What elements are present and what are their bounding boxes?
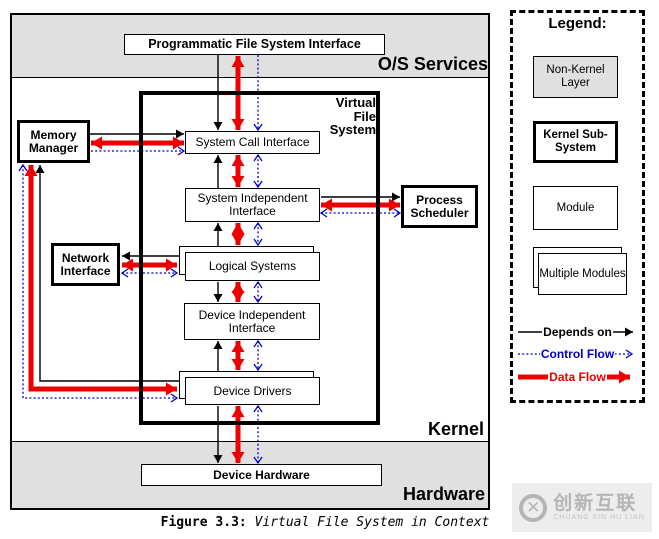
control-flow-arrow-head — [253, 238, 263, 247]
watermark-en-text: CHUANG XIN HU LIAN — [553, 513, 645, 521]
logical-systems-box: Logical Systems — [185, 252, 320, 281]
data-flow-arrow-head — [231, 155, 245, 166]
control-flow-arrow-head — [170, 393, 179, 403]
data-flow-arrow-head — [231, 359, 245, 370]
legend-data-flow-text: Data Flow — [548, 370, 607, 384]
data-flow-arrow-head — [231, 56, 245, 67]
control-flow-arrow-head — [253, 404, 263, 413]
control-flow-arrow-head — [253, 180, 263, 189]
legend-depends-on-text: Depends on — [542, 325, 613, 339]
legend-control-flow-label: Control Flow — [512, 347, 643, 361]
data-flow-arrow-head — [231, 291, 245, 302]
brand-logo-icon: ✕ — [519, 493, 548, 522]
control-flow-arrow-head — [393, 208, 402, 218]
depends-arrow-head — [392, 192, 400, 202]
process-scheduler-box: Process Scheduler — [401, 185, 478, 228]
data-flow-arrow-head — [166, 382, 177, 396]
os-services-label: O/S Services — [377, 54, 488, 74]
depends-arrow-head — [213, 223, 223, 231]
control-flow-arrow-head — [253, 295, 263, 304]
virtual-file-system-label: Virtual File System — [329, 95, 376, 137]
x-glyph: ✕ — [526, 498, 541, 517]
legend-non-kernel-layer-sample: Non-Kernel Layer — [533, 56, 618, 98]
caption-figure-number: Figure 3.3: — [160, 515, 247, 530]
depends-arrow-head — [213, 341, 223, 349]
control-flow-arrow-head — [319, 208, 328, 218]
network-interface-box: Network Interface — [51, 243, 120, 286]
system-independent-interface-box: System Independent Interface — [185, 188, 320, 222]
control-flow-arrow — [22, 165, 177, 399]
data-flow-arrow-head — [619, 370, 630, 384]
control-flow-arrow-head — [253, 339, 263, 348]
watermark: ✕ 创新互联 CHUANG XIN HU LIAN — [512, 483, 652, 532]
data-flow-arrow-head — [24, 165, 38, 176]
depends-arrow — [39, 165, 180, 382]
legend-control-flow-text: Control Flow — [539, 347, 616, 361]
legend-depends-on-label: Depends on — [512, 325, 643, 339]
control-flow-arrow-head — [253, 456, 263, 465]
control-flow-arrow-head — [253, 221, 263, 230]
depends-arrow-head — [35, 165, 45, 173]
legend-data-flow-label: Data Flow — [512, 370, 643, 384]
data-flow-arrow-head — [231, 176, 245, 187]
legend-multiple-modules-sample: Multiple Modules — [538, 253, 627, 295]
hardware-label: Hardware — [402, 484, 485, 504]
control-flow-arrow-head — [253, 280, 263, 289]
data-flow-arrow-head — [173, 136, 184, 150]
depends-arrow-head — [625, 327, 633, 337]
data-flow-arrow-head — [231, 223, 245, 234]
device-hardware-box: Device Hardware — [141, 464, 382, 486]
data-flow-arrow-head — [231, 452, 245, 463]
caption-title: Virtual File System in Context — [246, 515, 490, 530]
data-flow-arrow-head — [231, 341, 245, 352]
system-call-interface-box: System Call Interface — [185, 131, 320, 154]
control-flow-arrow-head — [177, 146, 186, 156]
data-flow-arrow-head — [231, 234, 245, 245]
data-flow-arrow-head — [321, 198, 332, 212]
data-flow-arrow-head — [389, 198, 400, 212]
data-flow-arrow-head — [231, 282, 245, 293]
data-flow-arrow-head — [231, 406, 245, 417]
depends-arrow-head — [213, 455, 223, 463]
device-independent-interface-box: Device Independent Interface — [184, 303, 320, 340]
data-flow-arrow-head — [231, 119, 245, 130]
depends-arrow-head — [213, 155, 223, 163]
legend-title: Legend: — [548, 15, 607, 32]
control-flow-arrow-head — [253, 153, 263, 162]
legend-box — [510, 10, 645, 403]
data-flow-arrow-head — [91, 136, 102, 150]
figure-caption: Figure 3.3: Virtual File System in Conte… — [0, 515, 650, 530]
watermark-text: 创新互联 CHUANG XIN HU LIAN — [553, 492, 645, 522]
memory-manager-box: Memory Manager — [17, 120, 90, 163]
control-flow-arrow-head — [253, 363, 263, 372]
kernel-label: Kernel — [427, 419, 484, 439]
control-flow-arrow-head — [625, 349, 634, 359]
device-drivers-box: Device Drivers — [185, 377, 320, 405]
depends-arrow-head — [122, 251, 130, 261]
watermark-cn-text: 创新互联 — [553, 492, 638, 514]
data-flow-arrow-head — [166, 258, 177, 272]
depends-arrow-head — [213, 122, 223, 130]
data-flow-arrow-head — [122, 258, 133, 272]
depends-arrow-head — [176, 129, 184, 139]
legend-module-sample: Module — [533, 186, 618, 230]
virtual-file-system-box — [139, 91, 380, 425]
control-flow-arrow-head — [120, 268, 129, 278]
control-flow-arrow-head — [18, 163, 28, 172]
control-flow-arrow-head — [170, 268, 179, 278]
depends-arrow-head — [213, 294, 223, 302]
control-flow-arrow-head — [253, 123, 263, 132]
data-flow-arrow — [28, 165, 177, 392]
legend-kernel-sub-system-sample: Kernel Sub-System — [533, 121, 618, 163]
programmatic-file-system-interface-box: Programmatic File System Interface — [124, 34, 385, 55]
